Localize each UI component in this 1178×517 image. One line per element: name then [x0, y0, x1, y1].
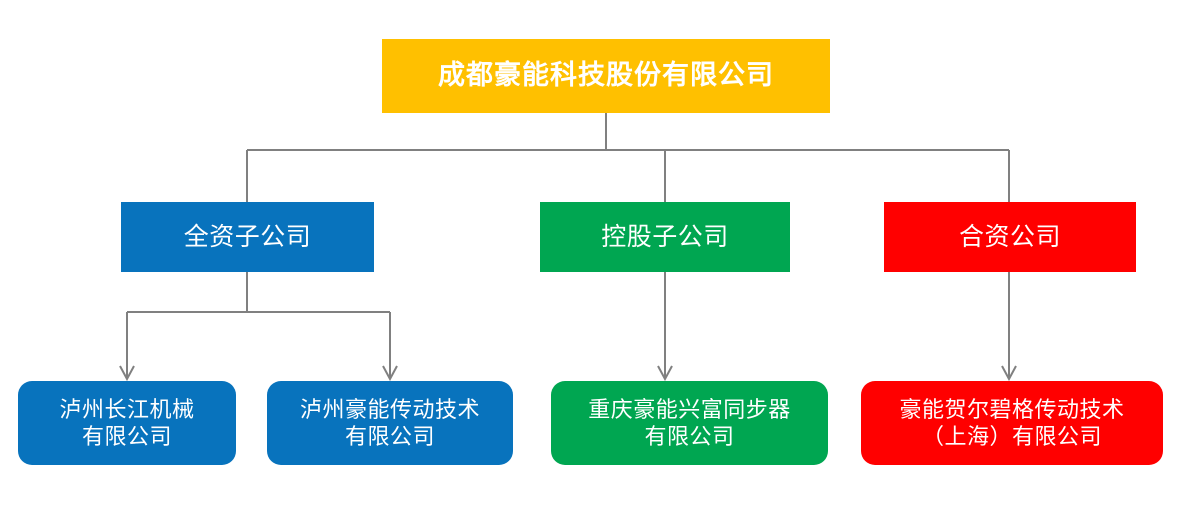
node-company-luzhou-haoneng[interactable]: 泸州豪能传动技术 有限公司: [267, 381, 513, 465]
arrowhead-xingfu: [657, 365, 673, 382]
node-company-hoerbiger-shanghai[interactable]: 豪能贺尔碧格传动技术 （上海）有限公司: [861, 381, 1163, 465]
node-category-joint-venture[interactable]: 合资公司: [884, 202, 1136, 272]
node-root[interactable]: 成都豪能科技股份有限公司: [382, 39, 830, 113]
arrowhead-haoneng: [382, 365, 398, 382]
node-company-chongqing-xingfu[interactable]: 重庆豪能兴富同步器 有限公司: [551, 381, 828, 465]
arrowhead-changjiang: [119, 365, 135, 382]
node-category-holding[interactable]: 控股子公司: [540, 202, 790, 272]
arrowhead-hoerbiger: [1001, 365, 1017, 382]
node-category-wholly-owned[interactable]: 全资子公司: [121, 202, 374, 272]
node-company-luzhou-changjiang[interactable]: 泸州长江机械 有限公司: [18, 381, 236, 465]
